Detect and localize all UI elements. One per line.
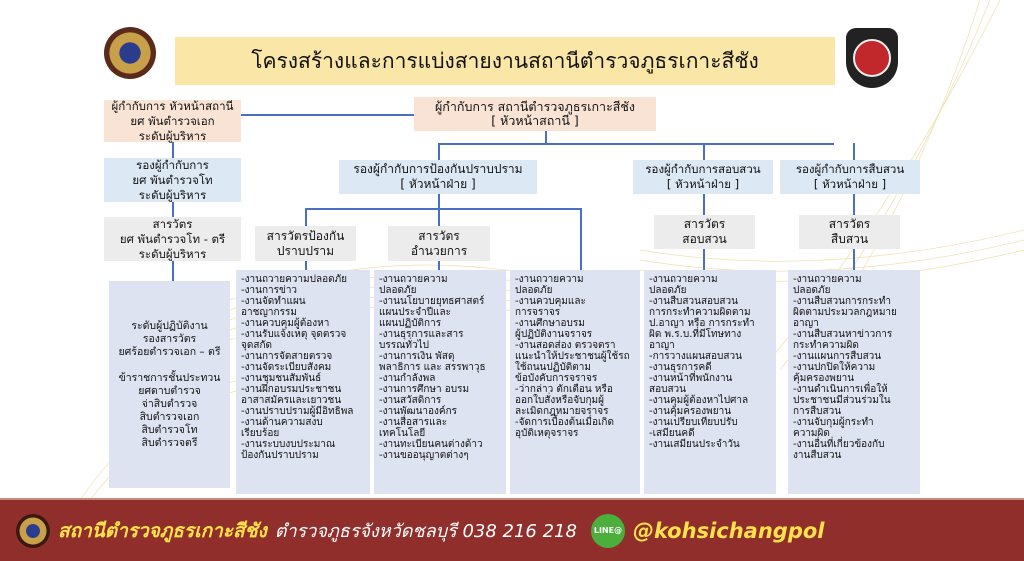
rank-text: ระดับผู้บริหาร xyxy=(138,246,207,261)
deputy-title: รองผู้กำกับการสืบสวน xyxy=(795,162,905,176)
deputy-role: [ หัวหน้าฝ่าย ] xyxy=(813,177,887,191)
rank-text: ยศดาบตำรวจ xyxy=(138,384,201,397)
deputy-title: รองผู้กำกับการสอบสวน xyxy=(645,162,761,176)
connector xyxy=(438,143,834,145)
connector xyxy=(241,114,415,116)
connector xyxy=(703,143,705,270)
police-station-logo xyxy=(104,27,156,79)
duties-admin: -งานถวายความ ปลอดภัย -งานนโยบายยุทธศาสตร… xyxy=(374,270,506,494)
inspector-title: สืบสวน xyxy=(830,232,869,246)
connector xyxy=(305,208,307,226)
inspector-title: สารวัตรป้องกัน xyxy=(266,228,345,243)
duties-traffic: -งานถวายความ ปลอดภัย -งานควบคุมและ การจร… xyxy=(510,270,640,494)
connector xyxy=(305,208,581,210)
line-icon: LINE@ xyxy=(590,513,625,548)
rank-text: ระดับผู้ปฏิบัติงาน xyxy=(131,319,208,332)
rank-text: ระดับผู้บริหาร xyxy=(138,128,207,143)
page-title: โครงสร้างและการแบ่งสายงานสถานีตำรวจภูธรเ… xyxy=(175,37,835,85)
line-handle: @kohsichangpol xyxy=(632,518,825,543)
deputy-role: [ หัวหน้าฝ่าย ] xyxy=(666,177,740,191)
provincial-police-shield-logo xyxy=(846,28,898,88)
connector xyxy=(172,142,174,281)
rank-deputy: รองผู้กำกับการ ยศ พันตำรวจโท ระดับผู้บริ… xyxy=(104,158,241,202)
inspector-inquiry-box: สารวัตร สอบสวน xyxy=(654,215,755,249)
inspector-investigation-box: สารวัตร สืบสวน xyxy=(799,215,900,249)
rank-text: จ่าสิบตำรวจ xyxy=(141,397,198,410)
inspector-prevention-box: สารวัตรป้องกัน ปราบปราม xyxy=(255,226,356,261)
connector xyxy=(305,261,307,270)
rank-text: ข้าราชการชั้นประทวน xyxy=(118,371,221,384)
connector xyxy=(438,143,440,160)
duties-investigation: -งานถวายความ ปลอดภัย -งานสืบสวนการกระทำ … xyxy=(788,270,920,494)
deputy-prevention-box: รองผู้กำกับการป้องกันปราบปราม [ หัวหน้าฝ… xyxy=(339,160,537,194)
rank-text: สิบตำรวจตรี xyxy=(141,436,198,449)
rank-text: ระดับผู้บริหาร xyxy=(138,187,207,202)
connector xyxy=(580,208,582,270)
inspector-title: สารวัตร xyxy=(418,228,460,243)
connector xyxy=(545,131,547,143)
footer-station-logo xyxy=(16,513,50,548)
rank-text: ยศ พันตำรวจโท - ตรี xyxy=(119,231,226,246)
duties-inquiry: -งานถวายความ ปลอดภัย -งานสืบสวนสอบสวน กา… xyxy=(644,270,776,494)
inspector-title: สารวัตร xyxy=(683,217,726,231)
inspector-title: ปราบปราม xyxy=(276,243,335,258)
deputy-inquiry-box: รองผู้กำกับการสอบสวน [ หัวหน้าฝ่าย ] xyxy=(633,160,773,194)
rank-text: รองผู้กำกับการ xyxy=(136,157,209,172)
rank-text: ผู้กำกับการ หัวหน้าสถานี xyxy=(111,98,234,113)
footer-station-name: สถานีตำรวจภูธรเกาะสีชัง xyxy=(58,519,267,542)
rank-text: ยศ พันตำรวจโท xyxy=(132,172,213,187)
duties-prevention: -งานถวายความปลอดภัย -งานการข่าว -งานจัดท… xyxy=(236,270,370,494)
deputy-role: [ หัวหน้าฝ่าย ] xyxy=(400,177,476,191)
inspector-title: สารวัตร xyxy=(828,217,871,231)
inspector-admin-box: สารวัตร อำนวยการ xyxy=(388,226,490,261)
station-chief-box: ผู้กำกับการ สถานีตำรวจภูธรเกาะสีชัง [ หั… xyxy=(414,97,656,131)
rank-text: ยศร้อยตำรวจเอก – ตรี xyxy=(118,345,221,358)
deputy-title: รองผู้กำกับการป้องกันปราบปราม xyxy=(353,162,523,176)
inspector-title: อำนวยการ xyxy=(410,243,468,258)
rank-inspector: สารวัตร ยศ พันตำรวจโท - ตรี ระดับผู้บริห… xyxy=(104,217,241,261)
connector xyxy=(853,143,855,270)
footer-banner: สถานีตำรวจภูธรเกาะสีชัง ตำรวจภูธรจังหวัด… xyxy=(0,498,1024,561)
rank-text: สิบตำรวจโท xyxy=(141,423,198,436)
rank-text: รองสารวัตร xyxy=(142,332,197,345)
inspector-title: สอบสวน xyxy=(682,232,727,246)
rank-chief: ผู้กำกับการ หัวหน้าสถานี ยศ พันตำรวจเอก … xyxy=(104,98,241,143)
rank-operational: ระดับผู้ปฏิบัติงาน รองสารวัตร ยศร้อยตำรว… xyxy=(109,281,230,488)
rank-text: ยศ พันตำรวจเอก xyxy=(130,113,215,128)
chief-role: [ หัวหน้าสถานี ] xyxy=(491,113,579,128)
footer-contact: ตำรวจภูธรจังหวัดชลบุรี 038 216 218 xyxy=(274,521,577,542)
chief-title: ผู้กำกับการ สถานีตำรวจภูธรเกาะสีชัง xyxy=(434,99,636,114)
rank-text: สารวัตร xyxy=(152,216,193,231)
deputy-investigation-box: รองผู้กำกับการสืบสวน [ หัวหน้าฝ่าย ] xyxy=(780,160,920,194)
rank-text: สิบตำรวจเอก xyxy=(139,410,200,423)
